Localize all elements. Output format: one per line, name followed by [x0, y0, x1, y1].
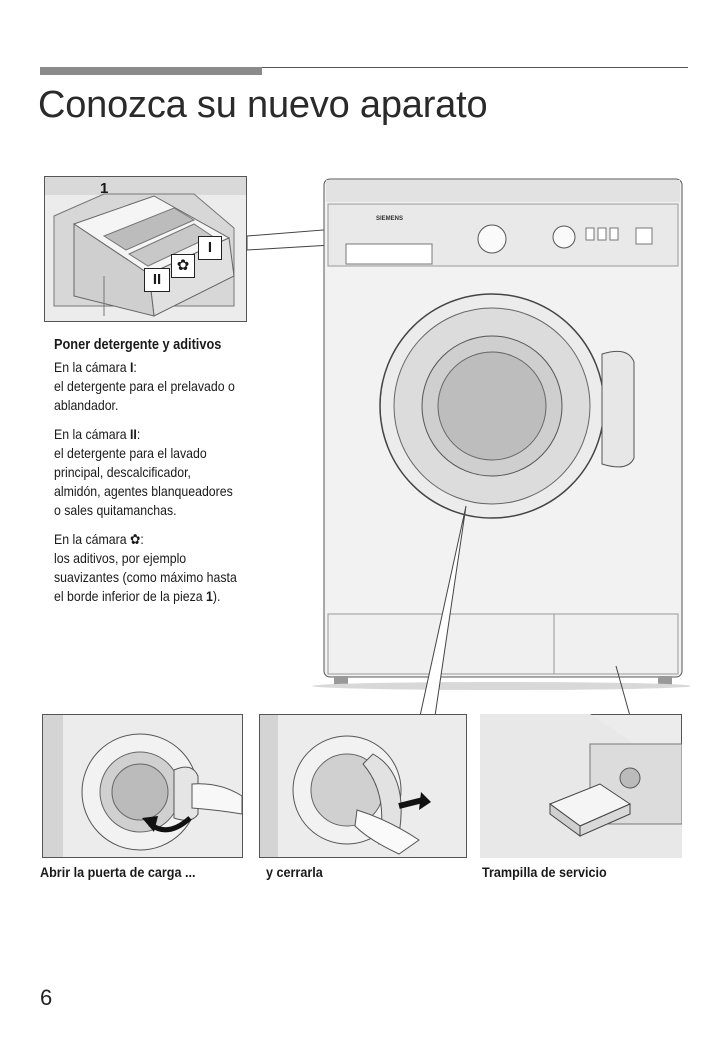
chamber-label-II: II: [144, 268, 170, 292]
p1-chamber: I: [130, 359, 134, 375]
p2-line4: o sales quitamanchas.: [54, 502, 177, 518]
header-rule: [40, 67, 688, 68]
p1-suffix: :: [133, 359, 137, 375]
p2-line2: principal, descalcificador,: [54, 464, 191, 480]
p1-line1: el detergente para el prelavado o: [54, 378, 235, 394]
instructions-heading: Poner detergente y aditivos: [54, 337, 222, 353]
p3-line1: los aditivos, por ejemplo: [54, 550, 187, 566]
p3-ref: 1: [206, 588, 213, 604]
flower-icon: ✿: [130, 531, 141, 547]
brand-label: SIEMENS: [376, 216, 403, 222]
caption-close-door: y cerrarla: [266, 864, 323, 880]
chamber-I-paragraph: En la cámara I: el detergente para el pr…: [54, 358, 249, 415]
p2-suffix: :: [136, 426, 141, 442]
page-title: Conozca su nuevo aparato: [38, 84, 488, 126]
callout-label-1: 1: [100, 180, 109, 197]
p1-line2: ablandador.: [54, 397, 119, 413]
washing-machine-illustration: SIEMENS: [246, 178, 690, 717]
chamber-softener-paragraph: En la cámara ✿: los aditivos, por ejempl…: [54, 530, 249, 606]
p3-prefix: En la cámara: [54, 531, 131, 547]
p2-line3: almidón, agentes blanqueadores: [54, 483, 233, 499]
p3-line2: suavizantes (como máximo hasta: [54, 569, 237, 585]
service-flap-illustration: [480, 714, 682, 858]
chamber-II-paragraph: En la cámara II: el detergente para el l…: [54, 425, 249, 520]
p3-line3-prefix: el borde inferior de la pieza: [54, 588, 207, 604]
p3-line3-suffix: ).: [212, 588, 221, 604]
p2-chamber: II: [130, 426, 137, 442]
chamber-label-I: I: [198, 236, 222, 260]
caption-open-door: Abrir la puerta de carga ...: [40, 864, 196, 880]
header-accent-bar: [40, 67, 262, 75]
chamber-label-flower: ✿: [171, 254, 195, 278]
page-number: 6: [40, 985, 53, 1010]
instructions-block: Poner detergente y aditivos En la cámara…: [54, 336, 249, 616]
p2-prefix: En la cámara: [54, 426, 131, 442]
close-door-illustration: [259, 714, 467, 858]
p2-line1: el detergente para el lavado: [54, 445, 207, 461]
p1-prefix: En la cámara: [54, 359, 131, 375]
open-door-illustration: [42, 714, 243, 858]
p3-suffix: :: [140, 531, 144, 547]
caption-service-flap: Trampilla de servicio: [482, 864, 607, 880]
